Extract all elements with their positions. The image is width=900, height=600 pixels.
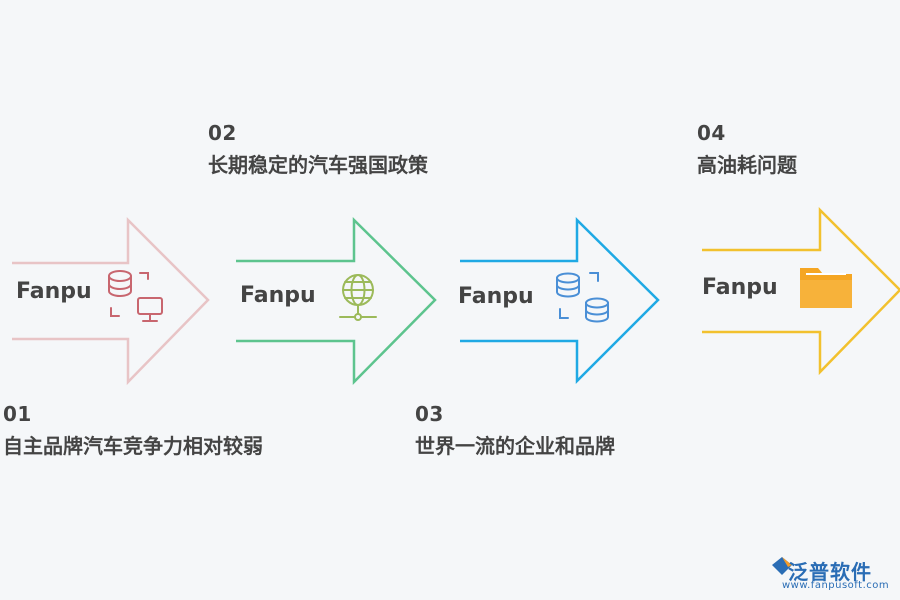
watermark-url: www.fanpusoft.com [782, 580, 890, 591]
watermark: 泛普软件 www.fanpusoft.com [760, 556, 890, 594]
globe-network-icon [339, 274, 377, 321]
folder-icon [800, 268, 852, 308]
watermark-name: 泛普软件 [788, 560, 872, 584]
step-4-title: 高油耗问题 [697, 153, 797, 177]
step-4-number: 04 [697, 121, 726, 145]
step-2-arrow [236, 217, 437, 386]
step-4-brand-label: Fanpu [702, 275, 778, 300]
step-1-number: 01 [3, 402, 32, 426]
step-1-brand-label: Fanpu [16, 279, 92, 304]
database-sync-icon [556, 272, 609, 323]
step-1-title: 自主品牌汽车竞争力相对较弱 [3, 434, 263, 458]
step-2-title: 长期稳定的汽车强国政策 [208, 153, 428, 177]
step-1-arrow [12, 216, 210, 386]
fanpu-logo-icon [772, 557, 792, 575]
step-4-arrow [702, 206, 900, 376]
step-3-number: 03 [415, 402, 444, 426]
step-2-brand-label: Fanpu [240, 283, 316, 308]
database-monitor-icon [108, 270, 163, 322]
step-3-arrow [460, 217, 660, 385]
step-3-title: 世界一流的企业和品牌 [415, 434, 615, 458]
step-2-number: 02 [208, 121, 237, 145]
step-3-brand-label: Fanpu [458, 284, 534, 309]
